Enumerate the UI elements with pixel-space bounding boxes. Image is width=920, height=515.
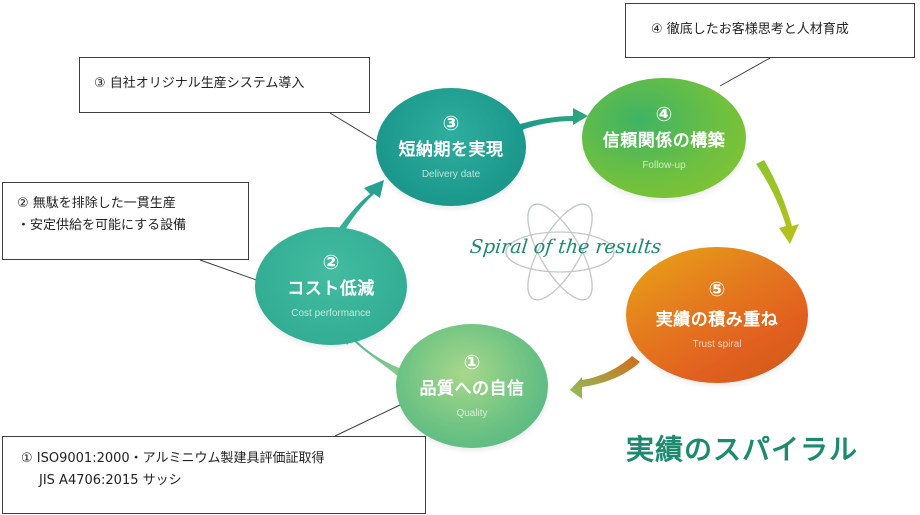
- arrow-1-to-2: [343, 331, 404, 378]
- node-3-number: ③: [442, 111, 460, 135]
- callout-box-1: ① ISO9001:2000・アルミニウム製建具評価証取得 JIS A4706:…: [2, 436, 426, 514]
- connector-line-4: [719, 57, 771, 87]
- callout-4-line1: ④ 徹底したお客様思考と人材育成: [651, 22, 849, 37]
- node-1-title: 品質への自信: [419, 379, 525, 399]
- node-3-subtitle: Delivery date: [421, 169, 481, 180]
- connector-line-1: [334, 404, 401, 437]
- title-underline: [616, 471, 918, 478]
- diagram-title: 実績のスパイラル: [626, 433, 859, 466]
- node-4-title: 信頼関係の構築: [602, 131, 726, 151]
- callout-3-line1: ③ 自社オリジナル生産システム導入: [94, 76, 305, 91]
- callout-box-3: ③ 自社オリジナル生産システム導入: [79, 57, 370, 113]
- node-2-subtitle: Cost performance: [291, 308, 371, 319]
- callout-1-line1: ① ISO9001:2000・アルミニウム製建具評価証取得: [21, 451, 325, 466]
- connector-line-3: [329, 112, 379, 143]
- orbit-icon: [505, 203, 615, 301]
- connector-line-2: [199, 259, 263, 283]
- arrow-2-to-3: [336, 180, 384, 235]
- callout-box-4: ④ 徹底したお客様思考と人材育成: [625, 3, 915, 58]
- node-quality: ① 品質への自信 Quality: [396, 324, 548, 448]
- node-2-title: コスト低減: [287, 279, 375, 299]
- node-trust-spiral: ⑤ 実績の積み重ね Trust spiral: [626, 247, 808, 383]
- node-delivery-date: ③ 短納期を実現 Delivery date: [376, 88, 526, 206]
- callout-box-2: ② 無駄を排除した一貫生産 ・安定供給を可能にする設備: [2, 182, 249, 260]
- arrow-4-to-5: [756, 160, 799, 244]
- cycle-arrows: [336, 108, 799, 399]
- node-4-number: ④: [655, 102, 673, 126]
- node-1-subtitle: Quality: [456, 408, 488, 419]
- node-5-subtitle: Trust spiral: [692, 339, 742, 350]
- callout-2-line2: ・安定供給を可能にする設備: [17, 218, 187, 233]
- arrow-3-to-4: [520, 108, 588, 130]
- node-cost-performance: ② コスト低減 Cost performance: [255, 227, 407, 345]
- arrow-5-to-1: [570, 356, 640, 399]
- callout-connector-lines: [199, 57, 771, 437]
- node-5-number: ⑤: [708, 277, 726, 301]
- center-spiral-label: Spiral of the results: [468, 236, 663, 258]
- node-4-subtitle: Follow-up: [642, 160, 686, 171]
- node-1-number: ①: [463, 350, 481, 374]
- callout-1-line2: JIS A4706:2015 サッシ: [39, 473, 182, 488]
- callout-2-line1: ② 無駄を排除した一貫生産: [17, 196, 176, 211]
- node-2-number: ②: [322, 250, 340, 274]
- node-follow-up: ④ 信頼関係の構築 Follow-up: [582, 78, 746, 198]
- node-5-title: 実績の積み重ね: [655, 310, 779, 330]
- node-3-title: 短納期を実現: [398, 140, 504, 160]
